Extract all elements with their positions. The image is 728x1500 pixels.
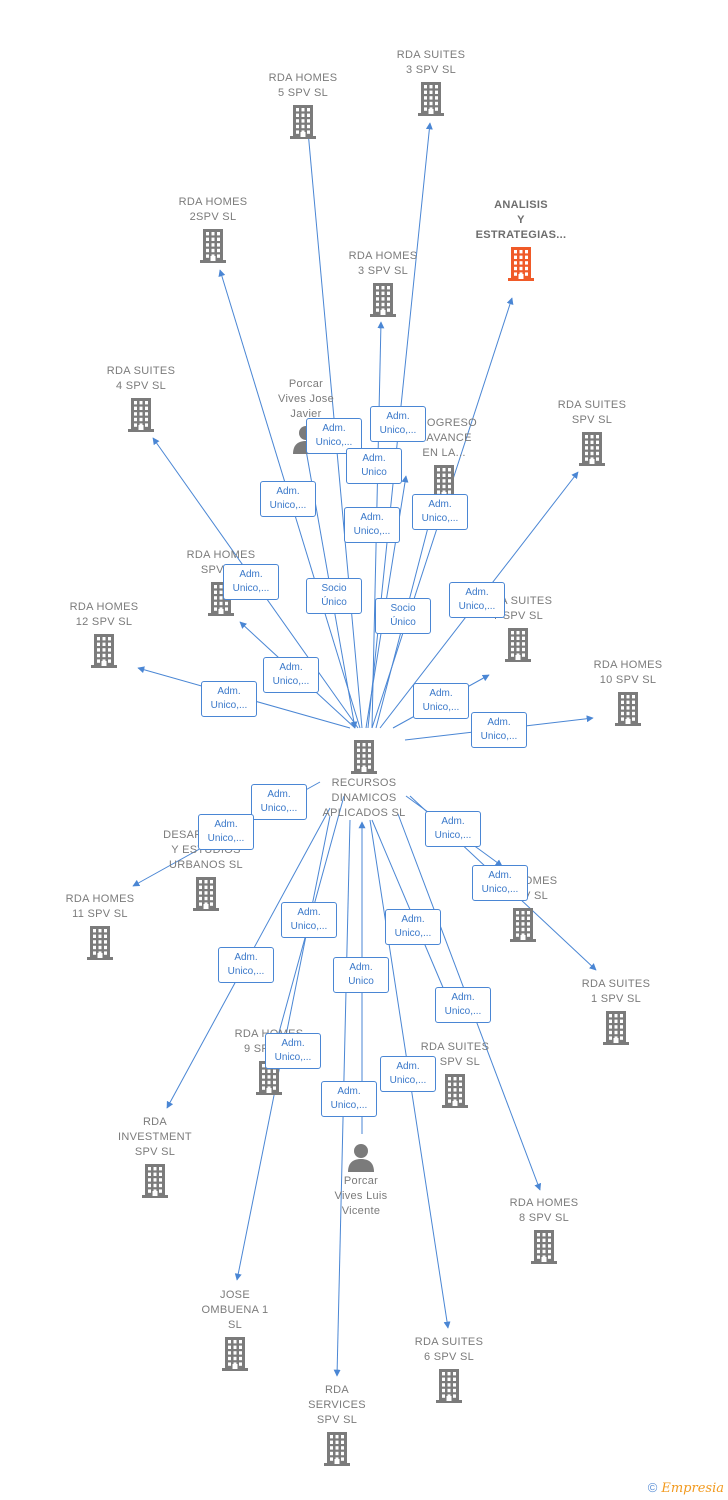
relation-label[interactable]: Adm. Unico,...: [223, 564, 279, 600]
node-rda-suites-6[interactable]: RDA SUITES 6 SPV SL: [394, 1335, 504, 1405]
node-rda-homes-10[interactable]: RDA HOMES 10 SPV SL: [573, 658, 683, 728]
relation-label[interactable]: Adm. Unico,...: [380, 1056, 436, 1092]
building-icon: [282, 1430, 392, 1466]
footer-brand: ©Empresia: [648, 1480, 724, 1496]
node-label: Porcar Vives Luis Vicente: [334, 1175, 388, 1217]
node-rda-suites-3[interactable]: RDA SUITES 3 SPV SL: [376, 48, 486, 118]
node-person-porcar-luis[interactable]: Porcar Vives Luis Vicente: [306, 1140, 416, 1219]
node-rda-investment[interactable]: RDA INVESTMENT SPV SL: [100, 1115, 210, 1200]
relation-label[interactable]: Adm. Unico,...: [471, 712, 527, 748]
relation-label[interactable]: Adm. Unico,...: [251, 784, 307, 820]
relation-label[interactable]: Adm. Unico,...: [281, 902, 337, 938]
node-label: RDA HOMES 5 SPV SL: [268, 72, 338, 99]
node-label: RDA SUITES 6 SPV SL: [414, 1336, 484, 1363]
relation-label[interactable]: Adm. Unico,...: [412, 494, 468, 530]
node-label: JOSE OMBUENA 1 SL: [201, 1289, 269, 1331]
relation-label[interactable]: Adm. Unico,...: [260, 481, 316, 517]
relation-label[interactable]: Adm. Unico: [346, 448, 402, 484]
node-rda-suites-4[interactable]: RDA SUITES 4 SPV SL: [86, 364, 196, 434]
building-icon: [100, 1162, 210, 1198]
node-label: PROGRESO Y AVANCE EN LA...: [411, 417, 477, 459]
node-label: RDA SUITES 3 SPV SL: [396, 49, 466, 76]
building-icon: [248, 103, 358, 139]
node-label: RDA HOMES 10 SPV SL: [593, 659, 663, 686]
relation-label[interactable]: Adm. Unico,...: [321, 1081, 377, 1117]
building-icon: [573, 690, 683, 726]
node-rda-suites-1[interactable]: RDA SUITES 1 SPV SL: [561, 977, 671, 1047]
node-rda-homes-12[interactable]: RDA HOMES 12 SPV SL: [49, 600, 159, 670]
building-icon: [463, 626, 573, 662]
node-label: RECURSOS DINAMICOS APLICADOS SL: [322, 777, 406, 819]
relation-label[interactable]: Adm. Unico,...: [472, 865, 528, 901]
node-jose-ombuena[interactable]: JOSE OMBUENA 1 SL: [180, 1288, 290, 1373]
node-rda-homes-11[interactable]: RDA HOMES 11 SPV SL: [45, 892, 155, 962]
building-icon: [561, 1009, 671, 1045]
node-rda-suites-7[interactable]: RDA SUITES 7 SPV SL: [463, 594, 573, 664]
building-icon: [537, 430, 647, 466]
node-label: ANALISIS Y ESTRATEGIAS...: [475, 199, 567, 241]
building-icon: [400, 1072, 510, 1108]
building-icon: [86, 396, 196, 432]
building-icon: [180, 1335, 290, 1371]
building-icon: [468, 906, 578, 942]
building-icon: [376, 80, 486, 116]
building-icon: [489, 1228, 599, 1264]
node-label: RDA HOMES 12 SPV SL: [69, 601, 139, 628]
node-rda-suites-2[interactable]: RDA SUITES 2 SPV SL: [400, 1040, 510, 1110]
node-label: RDA SUITES 1 SPV SL: [581, 978, 651, 1005]
node-label: RDA SUITES 2 SPV SL: [420, 1041, 490, 1068]
copyright-icon: ©: [647, 1480, 658, 1495]
node-label: RDA SUITES SPV SL: [557, 399, 627, 426]
building-icon: [394, 1367, 504, 1403]
node-label: RDA SUITES 4 SPV SL: [106, 365, 176, 392]
relation-label[interactable]: Socio Único: [306, 578, 362, 614]
person-icon: [306, 1142, 416, 1172]
node-label: RDA HOMES 11 SPV SL: [65, 893, 135, 920]
node-rda-suites-spv[interactable]: RDA SUITES SPV SL: [537, 398, 647, 468]
brand-logo: Empresia: [661, 1481, 724, 1496]
relation-label[interactable]: Adm. Unico,...: [344, 507, 400, 543]
node-rda-services[interactable]: RDA SERVICES SPV SL: [282, 1383, 392, 1468]
relation-label[interactable]: Adm. Unico,...: [385, 909, 441, 945]
node-rda-homes-2[interactable]: RDA HOMES 2SPV SL: [158, 195, 268, 265]
building-icon: [328, 281, 438, 317]
node-label: RDA SERVICES SPV SL: [308, 1384, 366, 1426]
building-icon: [214, 1059, 324, 1095]
relation-label[interactable]: Adm. Unico,...: [449, 582, 505, 618]
relation-label[interactable]: Adm. Unico,...: [263, 657, 319, 693]
relation-label[interactable]: Adm. Unico,...: [370, 406, 426, 442]
node-center-company[interactable]: RECURSOS DINAMICOS APLICADOS SL: [309, 736, 419, 821]
relation-label[interactable]: Adm. Unico,...: [435, 987, 491, 1023]
node-rda-homes-5[interactable]: RDA HOMES 5 SPV SL: [248, 71, 358, 141]
relation-label[interactable]: Adm. Unico,...: [201, 681, 257, 717]
building-icon: [309, 738, 419, 774]
node-rda-homes-8[interactable]: RDA HOMES 8 SPV SL: [489, 1196, 599, 1266]
relation-label[interactable]: Adm. Unico,...: [425, 811, 481, 847]
building-icon: [466, 245, 576, 281]
relation-label[interactable]: Adm. Unico,...: [265, 1033, 321, 1069]
node-label: Porcar Vives Jose Javier: [278, 378, 334, 420]
building-icon: [151, 875, 261, 911]
node-label: RDA HOMES 3 SPV SL: [348, 250, 418, 277]
node-desarrollos-estudios[interactable]: DESARROLLOS Y ESTUDIOS URBANOS SL: [151, 828, 261, 913]
building-icon: [158, 227, 268, 263]
relation-label[interactable]: Adm. Unico: [333, 957, 389, 993]
relation-label[interactable]: Adm. Unico,...: [218, 947, 274, 983]
relation-label[interactable]: Adm. Unico,...: [198, 814, 254, 850]
relation-label[interactable]: Adm. Unico,...: [413, 683, 469, 719]
relation-label[interactable]: Socio Único: [375, 598, 431, 634]
building-icon: [45, 924, 155, 960]
building-icon: [49, 632, 159, 668]
node-rda-homes-3[interactable]: RDA HOMES 3 SPV SL: [328, 249, 438, 319]
node-label: RDA HOMES 8 SPV SL: [509, 1197, 579, 1224]
node-label: RDA INVESTMENT SPV SL: [118, 1116, 192, 1158]
node-analisis-estrategias[interactable]: ANALISIS Y ESTRATEGIAS...: [466, 198, 576, 283]
node-label: RDA HOMES 2SPV SL: [178, 196, 248, 223]
